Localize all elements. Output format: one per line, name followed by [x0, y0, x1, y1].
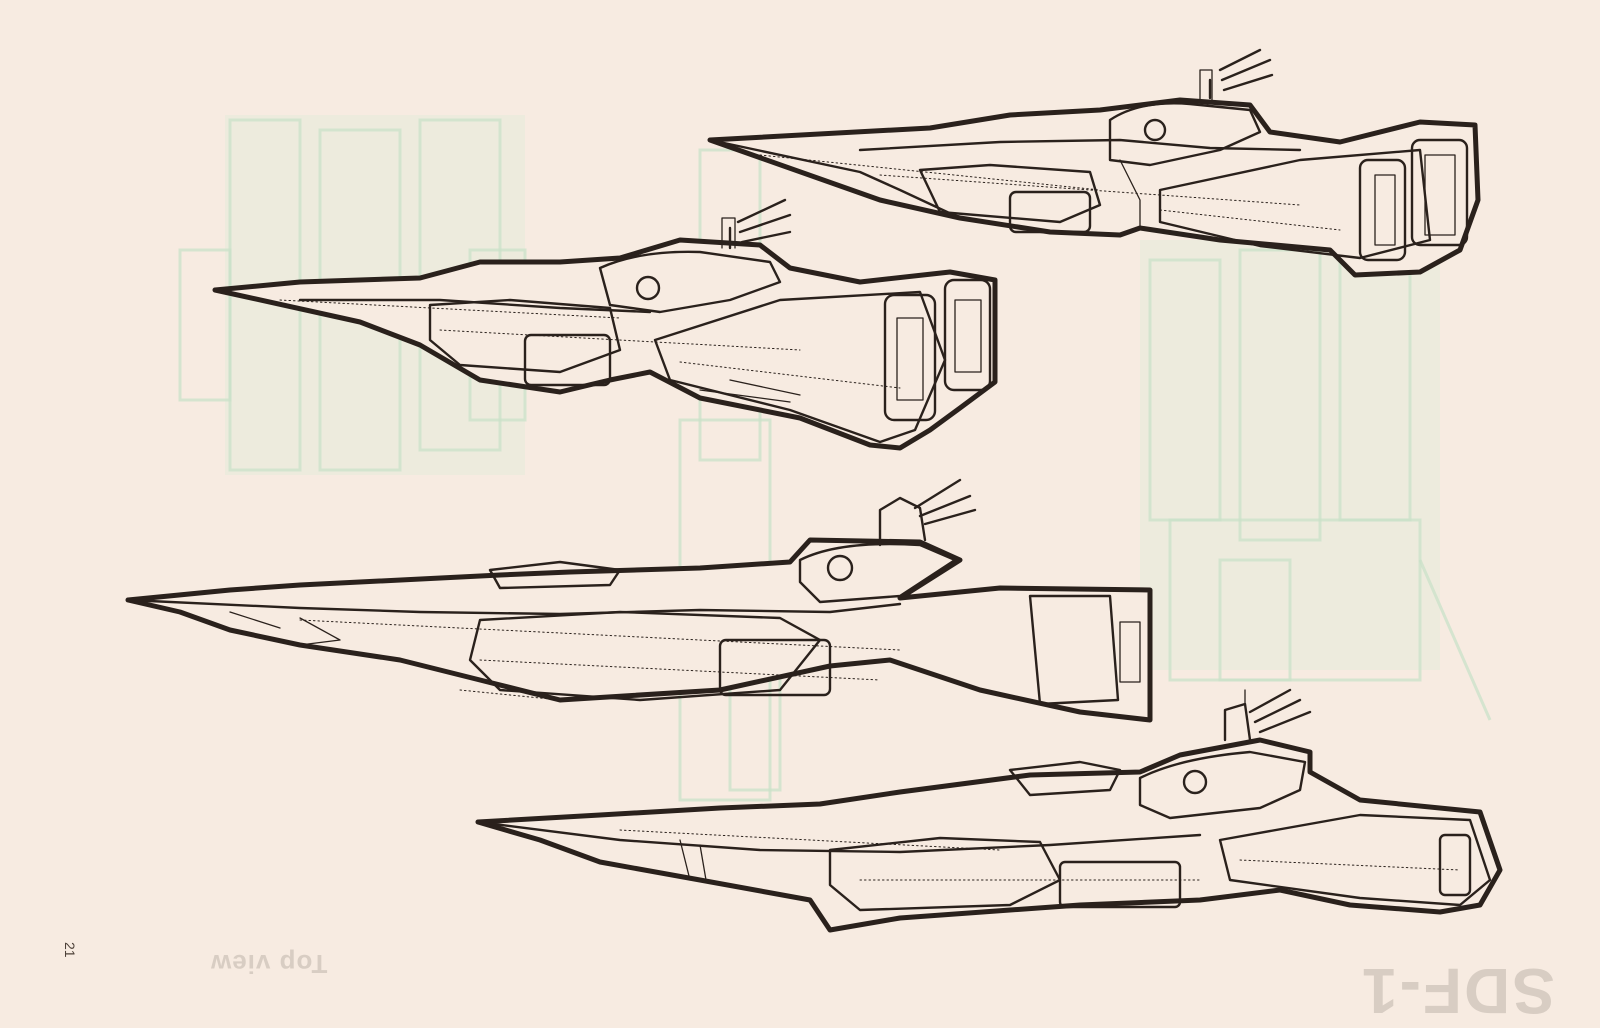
spaceship-sketch-3 — [125, 478, 1153, 723]
spaceship-sketch-4 — [475, 688, 1503, 933]
bleed-through-title: SDF-1 — [1360, 955, 1555, 1027]
ghost-silhouettes — [178, 115, 1492, 802]
spaceship-sketch-1 — [707, 48, 1481, 278]
spaceship-sketch-2 — [212, 198, 998, 451]
page-number: 21 — [62, 942, 78, 958]
bleed-through-caption: Top view — [210, 949, 328, 979]
